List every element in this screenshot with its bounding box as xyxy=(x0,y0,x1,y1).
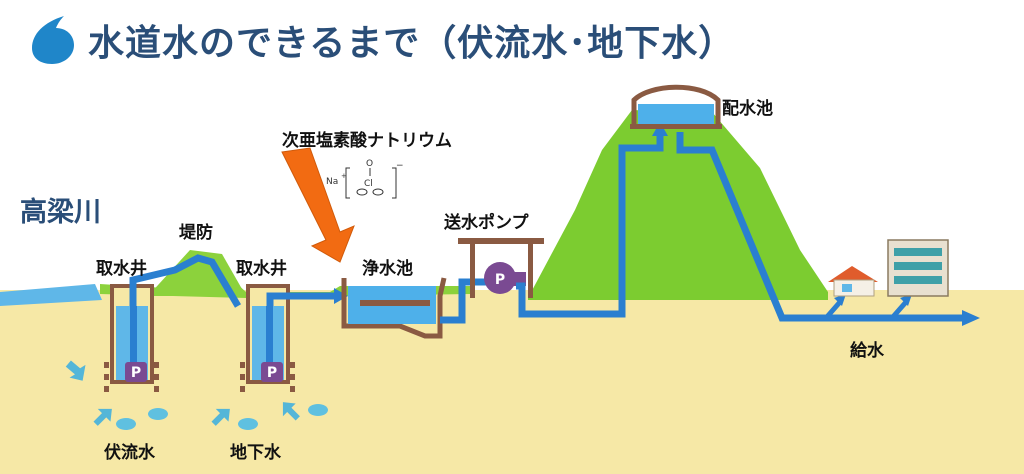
supply-label: 給水 xyxy=(850,341,884,361)
main-pipe xyxy=(516,132,664,318)
chem-o: O xyxy=(366,159,373,169)
chem-na: Na xyxy=(326,177,338,187)
water-drop-icon xyxy=(32,16,74,64)
intake-well-label-1: 取水井 xyxy=(96,259,147,279)
siphon-pipe xyxy=(129,254,242,308)
embankment-label: 堤防 xyxy=(179,223,213,243)
chemical-label: 次亜塩素酸ナトリウム xyxy=(282,131,452,151)
page-title: 水道水のできるまで（伏流水･地下水） xyxy=(88,23,736,64)
supply-pipe xyxy=(676,132,968,322)
pump-mark-2: P xyxy=(267,365,277,381)
riverbed-water-label: 伏流水 xyxy=(104,443,155,463)
pump-mark-3: P xyxy=(495,272,505,288)
pump-house xyxy=(458,238,544,298)
chem-na-plus: + xyxy=(341,172,347,180)
chemical-arrow xyxy=(281,147,355,263)
intake-well-2 xyxy=(240,284,295,392)
river-water xyxy=(0,284,102,306)
reservoir xyxy=(630,84,722,129)
clear-well-label: 浄水池 xyxy=(362,259,413,279)
intake-well-label-2: 取水井 xyxy=(236,259,287,279)
chem-cl: Cl xyxy=(364,179,373,189)
intake-well-1 xyxy=(104,284,159,392)
groundwater-arrows xyxy=(65,360,328,430)
river-label: 高梁川 xyxy=(20,197,101,228)
clear-well xyxy=(341,277,447,339)
chem-minus: − xyxy=(396,161,404,171)
pump-label: 送水ポンプ xyxy=(444,213,529,233)
reservoir-label: 配水池 xyxy=(722,99,773,119)
chemical-structure xyxy=(345,167,397,199)
building xyxy=(887,239,949,297)
groundwater-label: 地下水 xyxy=(230,443,281,463)
house xyxy=(828,266,878,297)
pump-mark-1: P xyxy=(131,365,141,381)
pipe-to-clear-well xyxy=(266,292,340,306)
